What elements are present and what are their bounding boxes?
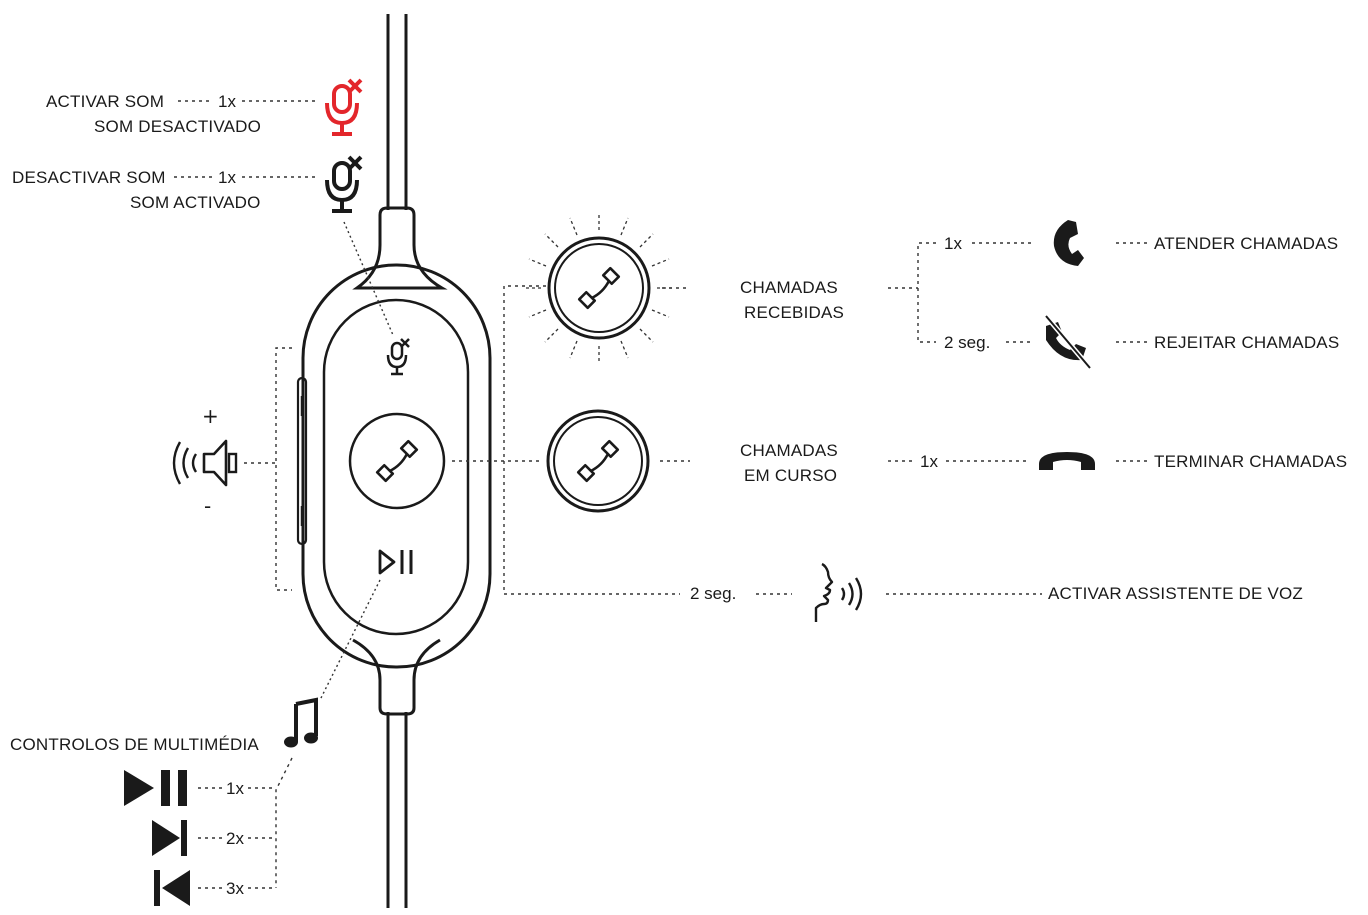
incoming-call-icon — [523, 212, 675, 364]
mic-muted-black-icon — [325, 155, 363, 213]
media-section: CONTROLOS DE MULTIMÉDIA 1x 2x — [10, 579, 381, 906]
end-call-icon — [1039, 452, 1095, 470]
answer-press-label: 1x — [944, 234, 962, 253]
unmute-state-label: SOM DESACTIVADO — [94, 117, 261, 136]
controller-mute-button[interactable] — [386, 338, 410, 376]
end-press-label: 1x — [920, 452, 938, 471]
media-item-previous: 3x — [154, 870, 276, 906]
controller-call-button[interactable] — [348, 412, 446, 510]
mute-section: ACTIVAR SOM 1x SOM DESACTIVADO DESACTIVA… — [12, 78, 394, 336]
voice-label: ACTIVAR ASSISTENTE DE VOZ — [1048, 584, 1303, 603]
unmute-action-label: ACTIVAR SOM — [46, 92, 164, 111]
volume-section: + - — [172, 347, 292, 591]
phone-icon — [375, 439, 419, 483]
media-item-play-pause: 1x — [124, 770, 276, 806]
mic-muted-icon — [386, 338, 410, 376]
end-label: TERMINAR CHAMADAS — [1154, 452, 1347, 471]
controller-body — [301, 263, 492, 669]
ongoing-call-icon — [546, 409, 650, 513]
mute-press-label: 1x — [218, 168, 236, 187]
voice-assistant-icon — [814, 562, 863, 622]
inline-controller — [296, 14, 492, 908]
mute-action-label: DESACTIVAR SOM — [12, 168, 166, 187]
mute-state-label: SOM ACTIVADO — [130, 193, 261, 212]
next-track-icon — [152, 820, 187, 856]
cable — [386, 14, 408, 908]
answer-label: ATENDER CHAMADAS — [1154, 234, 1338, 253]
reject-call-icon — [1044, 314, 1092, 370]
answer-call-icon — [1053, 220, 1084, 266]
mic-muted-red-icon — [325, 78, 363, 136]
media-press-3: 3x — [226, 879, 244, 898]
voice-section: 2 seg. ACTIVAR ASSISTENTE DE VOZ — [690, 562, 1303, 622]
speaker-icon — [172, 439, 238, 487]
play-pause-icon — [378, 549, 413, 575]
call-flow: CHAMADAS RECEBIDAS 1x ATENDER CHAMADAS 2… — [452, 212, 1347, 595]
controller-face — [322, 298, 470, 636]
reject-press-label: 2 seg. — [944, 333, 990, 352]
volume-minus-label: - — [204, 494, 211, 518]
media-title: CONTROLOS DE MULTIMÉDIA — [10, 735, 259, 754]
media-press-1: 1x — [226, 779, 244, 798]
incoming-calls-label-1: CHAMADAS — [740, 278, 838, 297]
previous-track-icon — [154, 870, 190, 906]
volume-rocker[interactable] — [296, 376, 308, 546]
music-note-icon — [284, 697, 318, 748]
ongoing-calls-label-1: CHAMADAS — [740, 441, 838, 460]
media-press-2: 2x — [226, 829, 244, 848]
controller-play-pause-button[interactable] — [378, 549, 413, 575]
unmute-press-label: 1x — [218, 92, 236, 111]
incoming-calls-label-2: RECEBIDAS — [744, 303, 844, 322]
ongoing-calls-label-2: EM CURSO — [744, 466, 837, 485]
volume-plus-label: + — [202, 404, 219, 428]
play-pause-icon — [124, 770, 187, 806]
voice-press-label: 2 seg. — [690, 584, 736, 603]
reject-label: REJEITAR CHAMADAS — [1154, 333, 1339, 352]
media-item-next: 2x — [152, 820, 276, 856]
